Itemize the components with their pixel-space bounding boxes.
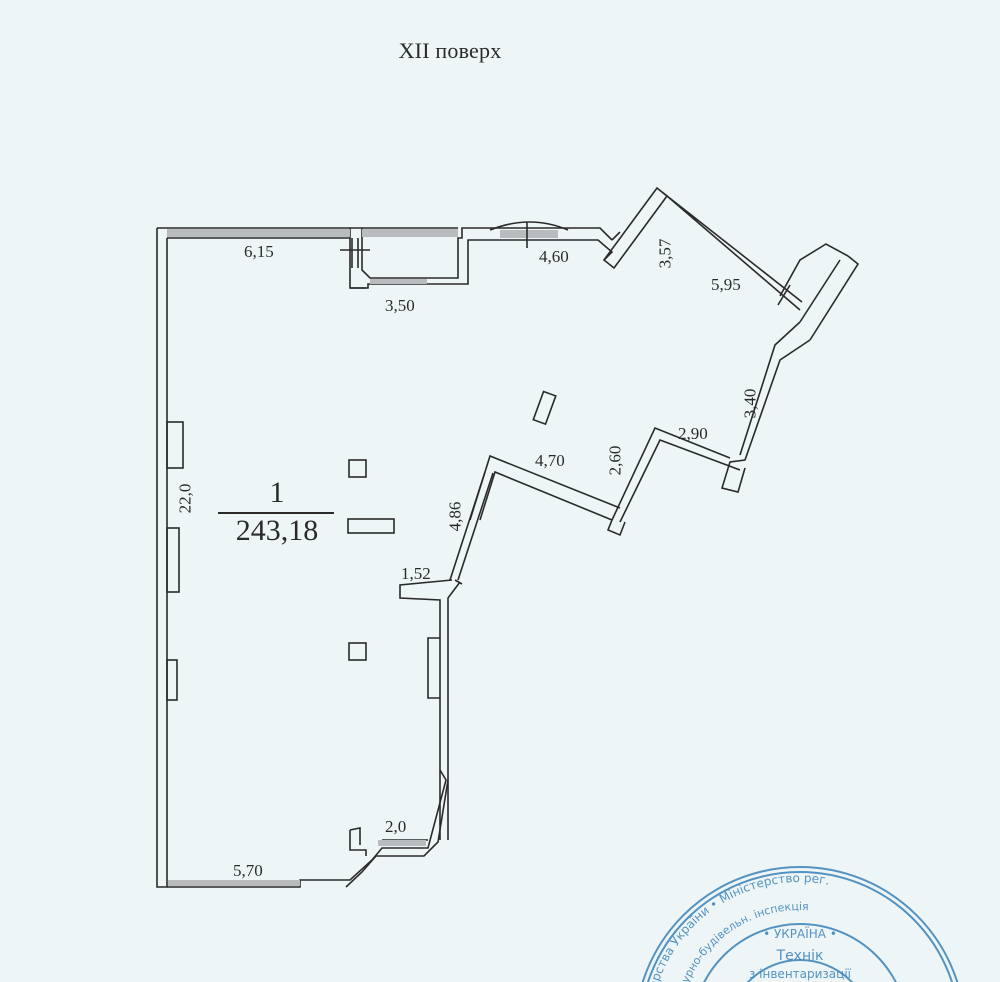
dim-step-top: 2,90 xyxy=(678,424,708,443)
room-area: 243,18 xyxy=(235,514,319,547)
stamp-center-line3: з інвентаризації xyxy=(749,967,852,981)
room-label-divider xyxy=(218,512,334,514)
dim-diagonal-long: 5,95 xyxy=(711,275,741,294)
stamp-center-line2: Технік xyxy=(776,948,824,964)
floor-title: XII поверх xyxy=(398,38,502,63)
official-stamp: господарства України • Міністерство рег.… xyxy=(639,866,959,982)
left-wall xyxy=(156,228,168,888)
dim-step-vertical: 2,60 xyxy=(605,445,625,476)
dim-bottom-left-wall: 5,70 xyxy=(233,861,263,880)
dim-diagonal-short: 3,57 xyxy=(655,238,675,269)
window-bottom-niche xyxy=(378,840,426,846)
left-wall-pilaster-1 xyxy=(166,421,184,469)
dim-top-left-wall: 6,15 xyxy=(244,242,274,261)
dim-bottom-niche: 2,0 xyxy=(385,817,407,836)
dim-inner-ledge: 1,52 xyxy=(401,564,431,583)
left-wall-pilaster-3 xyxy=(166,659,178,701)
stamp-center-line1: • УКРАЇНА • xyxy=(763,926,837,941)
window-bottom-left xyxy=(168,880,300,886)
column-1 xyxy=(348,459,367,478)
window-niche xyxy=(370,279,427,284)
window-bay xyxy=(500,230,558,238)
dim-inner-diagonal: 4,86 xyxy=(445,501,465,532)
column-2 xyxy=(347,518,395,534)
room-label: 1 243,18 xyxy=(212,478,342,546)
dim-top-middle-wall: 4,60 xyxy=(539,247,569,266)
window-top-left xyxy=(167,229,350,237)
left-wall-pilaster-2 xyxy=(166,527,180,593)
dim-right-vertical: 3,40 xyxy=(740,388,760,419)
dim-left-wall: 22,0 xyxy=(175,483,195,514)
room-number: 1 xyxy=(269,476,285,509)
dim-niche-bottom: 3,50 xyxy=(385,296,415,315)
column-3 xyxy=(348,642,367,661)
column-4 xyxy=(532,390,557,426)
dim-step-long: 4,70 xyxy=(535,451,565,470)
